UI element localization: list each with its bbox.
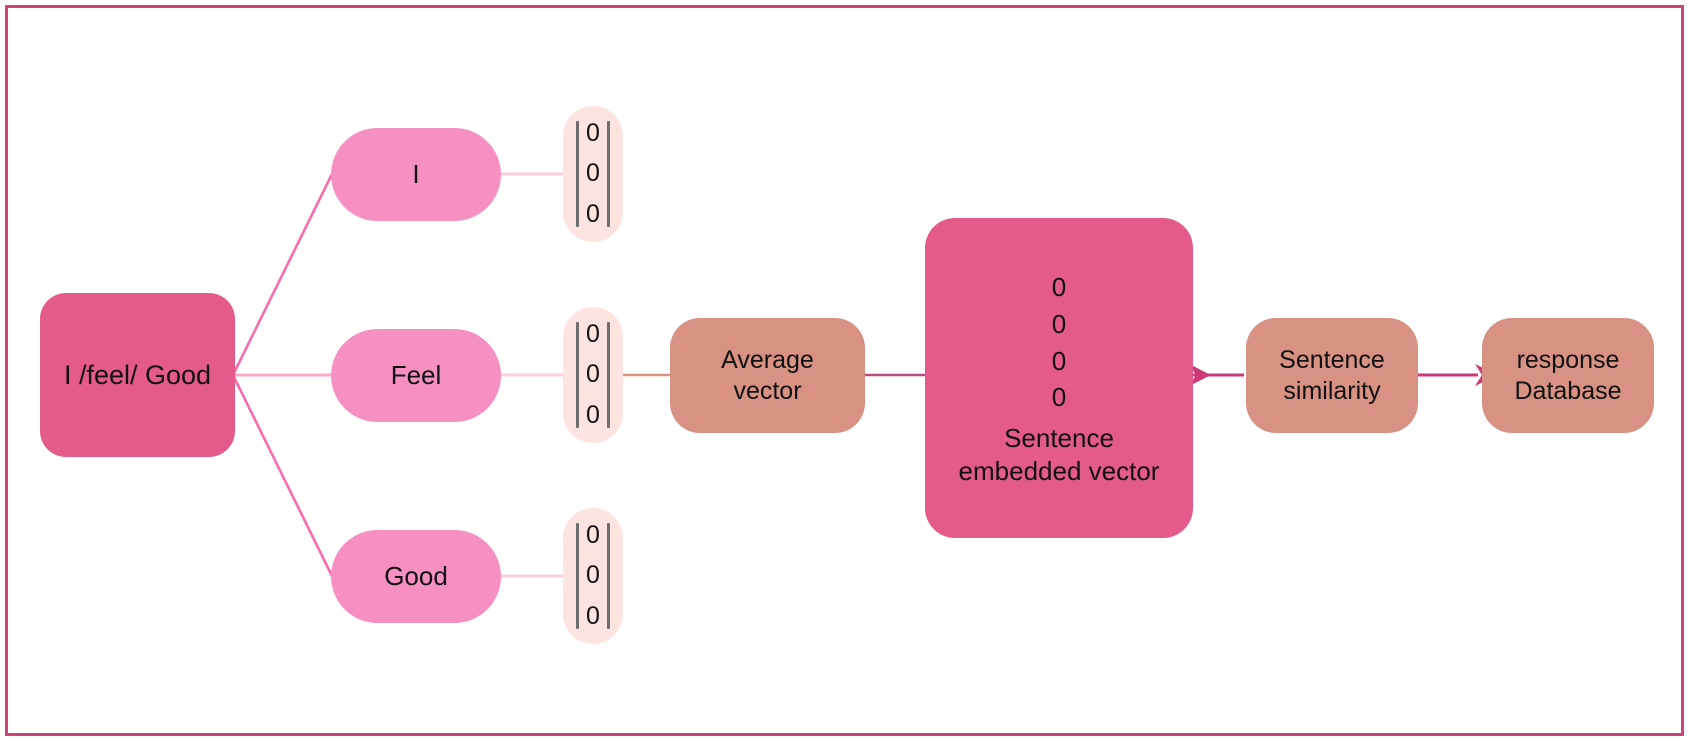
vector-value: 0	[586, 401, 600, 430]
node-root-sentence[interactable]: I /feel/ Good	[40, 293, 235, 457]
embed-value: 0	[1051, 308, 1067, 339]
vector-bar-left-icon	[576, 120, 580, 228]
vector-bar-right-icon	[606, 120, 610, 228]
node-token-i[interactable]: I	[331, 128, 501, 221]
vector-notation-i: 0 0 0	[576, 118, 610, 229]
vector-bar-left-icon	[576, 522, 580, 630]
vector-value: 0	[586, 159, 600, 188]
vector-value: 0	[586, 200, 600, 229]
sentence-embedded-caption: Sentence embedded vector	[959, 422, 1160, 487]
node-average-vector[interactable]: Average vector	[670, 318, 865, 433]
vector-value: 0	[586, 360, 600, 389]
node-token-good-label: Good	[384, 560, 448, 591]
vector-values-i: 0 0 0	[583, 118, 603, 229]
vector-bar-right-icon	[606, 321, 610, 429]
sentence-embedded-values: 0 0 0 0	[1052, 269, 1066, 417]
embed-value: 0	[1051, 345, 1067, 376]
vector-bar-right-icon	[606, 522, 610, 630]
vector-notation-feel: 0 0 0	[576, 319, 610, 430]
vector-pill-i: 0 0 0	[563, 106, 623, 242]
embed-value: 0	[1051, 382, 1067, 413]
vector-bar-left-icon	[576, 321, 580, 429]
vector-value: 0	[586, 118, 600, 147]
node-sentence-similarity[interactable]: Sentence similarity	[1246, 318, 1418, 433]
node-average-vector-line2: vector	[733, 376, 802, 405]
vector-value: 0	[586, 602, 600, 631]
node-response-database-line2: Database	[1514, 376, 1622, 405]
node-response-database-line1: response	[1516, 346, 1620, 374]
node-token-good[interactable]: Good	[331, 530, 501, 623]
vector-value: 0	[586, 520, 600, 549]
vector-pill-good: 0 0 0	[563, 508, 623, 644]
vector-notation-good: 0 0 0	[576, 520, 610, 631]
node-token-feel-label: Feel	[390, 359, 442, 390]
sentence-embedded-caption-line1: Sentence	[1004, 423, 1114, 454]
node-sentence-similarity-line1: Sentence	[1279, 346, 1385, 374]
vector-pill-feel: 0 0 0	[563, 307, 623, 443]
node-response-database[interactable]: response Database	[1482, 318, 1654, 433]
sentence-embedded-caption-line2: embedded vector	[958, 455, 1160, 486]
vector-values-good: 0 0 0	[583, 520, 603, 631]
node-sentence-similarity-line2: similarity	[1283, 376, 1381, 405]
node-root-label: I /feel/ Good	[63, 359, 212, 390]
embed-value: 0	[1051, 271, 1067, 302]
node-sentence-embedded-vector[interactable]: 0 0 0 0 Sentence embedded vector	[925, 218, 1193, 538]
vector-value: 0	[586, 561, 600, 590]
node-token-i-label: I	[412, 158, 420, 189]
vector-value: 0	[586, 319, 600, 348]
vector-values-feel: 0 0 0	[583, 319, 603, 430]
node-average-vector-line1: Average	[721, 346, 814, 374]
node-token-feel[interactable]: Feel	[331, 329, 501, 422]
